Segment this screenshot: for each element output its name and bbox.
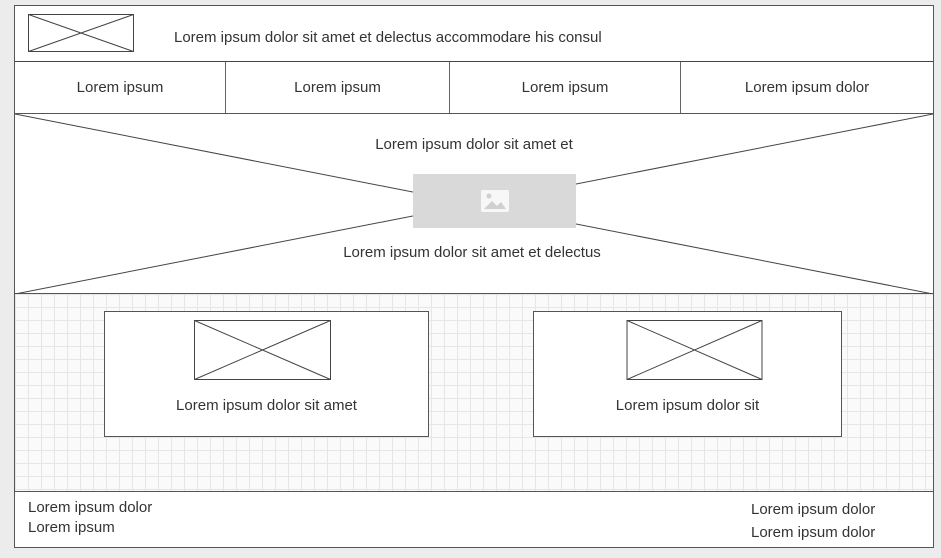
content-grid: Lorem ipsum dolor sit amet Lorem ipsum d… — [15, 294, 933, 491]
card-label: Lorem ipsum dolor sit — [615, 397, 760, 414]
nav-bar: Lorem ipsum Lorem ipsum Lorem ipsum Lore… — [15, 62, 933, 114]
wireframe-page: Lorem ipsum dolor sit amet et delectus a… — [14, 5, 934, 548]
header: Lorem ipsum dolor sit amet et delectus a… — [15, 6, 933, 62]
card-label: Lorem ipsum dolor sit amet — [176, 397, 357, 414]
page-title: Lorem ipsum dolor sit amet et delectus a… — [174, 29, 602, 46]
hero-banner: Lorem ipsum dolor sit amet et Lorem ipsu… — [15, 114, 933, 294]
footer-link[interactable]: Lorem ipsum dolor — [751, 501, 876, 518]
footer-right-links: Lorem ipsum dolor Lorem ipsum dolor — [751, 498, 875, 544]
image-icon — [480, 190, 509, 212]
content-card[interactable]: Lorem ipsum dolor sit amet — [104, 311, 429, 437]
hero-heading: Lorem ipsum dolor sit amet et — [375, 136, 573, 153]
footer: Lorem ipsum dolor Lorem ipsum Lorem ipsu… — [15, 491, 933, 547]
logo-placeholder-icon[interactable] — [28, 14, 134, 52]
footer-link[interactable]: Lorem ipsum — [28, 519, 115, 536]
footer-link[interactable]: Lorem ipsum dolor — [28, 499, 153, 516]
nav-item-2[interactable]: Lorem ipsum — [226, 62, 450, 113]
nav-item-3[interactable]: Lorem ipsum — [450, 62, 681, 113]
footer-left-links: Lorem ipsum dolor Lorem ipsum — [28, 498, 152, 538]
image-placeholder-icon — [194, 320, 331, 380]
nav-item-1[interactable]: Lorem ipsum — [15, 62, 226, 113]
content-card[interactable]: Lorem ipsum dolor sit — [533, 311, 842, 437]
hero-image[interactable] — [413, 174, 576, 228]
hero-subheading: Lorem ipsum dolor sit amet et delectus — [343, 244, 601, 261]
image-placeholder-icon — [626, 320, 763, 380]
footer-link[interactable]: Lorem ipsum dolor — [751, 524, 876, 541]
nav-item-4[interactable]: Lorem ipsum dolor — [744, 79, 870, 96]
